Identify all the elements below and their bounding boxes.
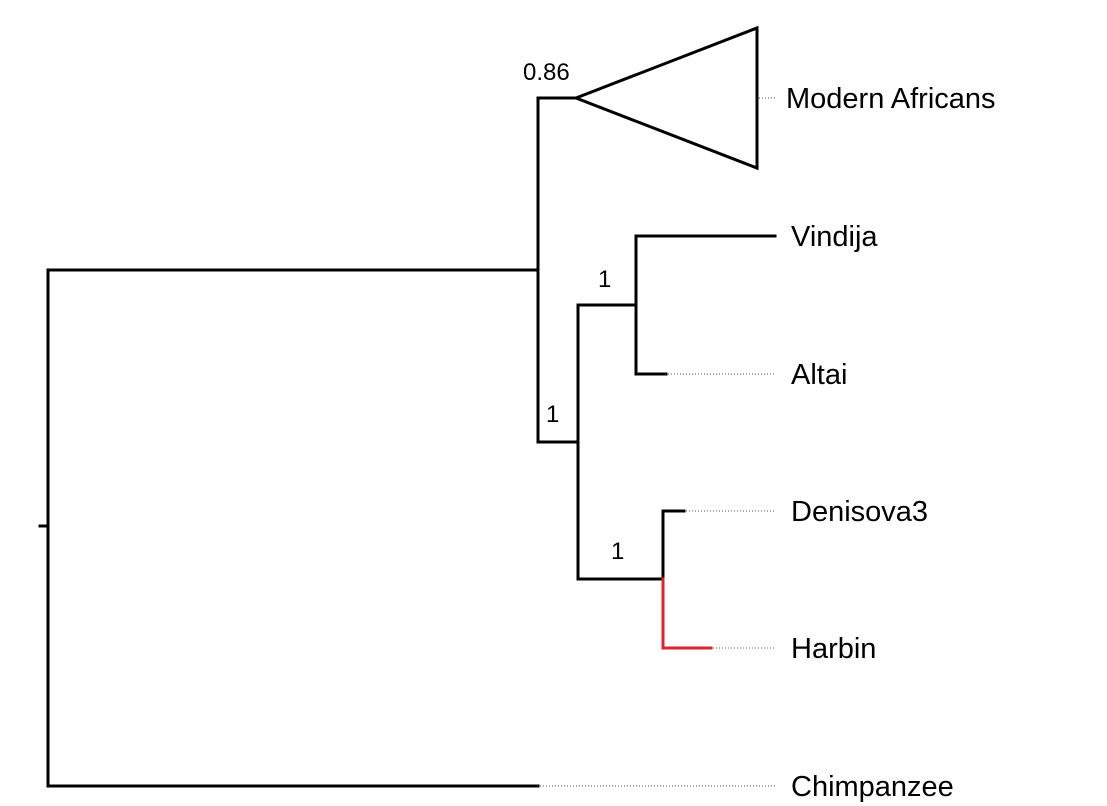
tip-label-vindija: Vindija <box>791 221 878 253</box>
tip-label-modern-africans: Modern Africans <box>786 83 996 115</box>
support-modern-africans: 0.86 <box>523 59 570 86</box>
tip-label-denisova3: Denisova3 <box>791 496 928 528</box>
tip-label-harbin: Harbin <box>791 633 876 665</box>
tip-label-altai: Altai <box>791 359 847 391</box>
support-archaic: 1 <box>546 401 559 428</box>
collapsed-clade-triangle <box>571 25 759 171</box>
tip-label-chimpanzee: Chimpanzee <box>791 771 954 803</box>
support-neanderthals: 1 <box>598 266 611 293</box>
support-denisova-harbin: 1 <box>611 538 624 565</box>
